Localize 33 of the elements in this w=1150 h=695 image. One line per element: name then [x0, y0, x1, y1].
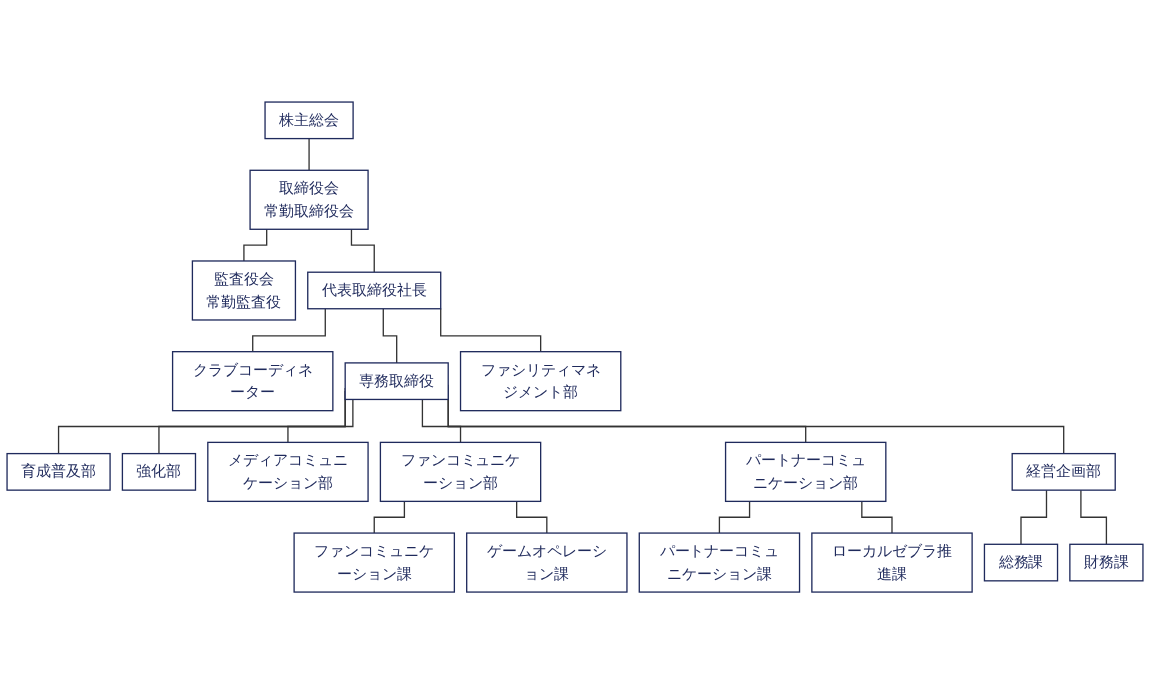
connector [861, 501, 893, 535]
node-box: ゲームオペレーション課 [466, 532, 628, 594]
connector [308, 138, 310, 172]
node-box: 株主総会 [264, 101, 354, 140]
node-box: 専務取締役 [344, 362, 449, 401]
connector [243, 229, 268, 263]
node-box: 監査役会 常勤監査役 [191, 260, 297, 322]
connector [350, 229, 375, 274]
node-box: 育成普及部 [6, 453, 111, 492]
node-box: クラブコーディネーター [171, 351, 334, 412]
node-box: ファンコミュニケーション部 [379, 442, 542, 503]
connector [1020, 489, 1048, 546]
connector [1080, 489, 1108, 546]
node-box: パートナーコミュニケーション部 [724, 442, 887, 503]
node-box: 財務課 [1069, 544, 1144, 582]
node-box: 取締役会 常勤取締役会 [249, 170, 369, 231]
node-box: パートナーコミュニケーション課 [638, 532, 801, 594]
connector [421, 399, 462, 444]
node-box: 総務課 [983, 544, 1059, 582]
connector [287, 399, 354, 444]
node-box: ファシリティマネジメント部 [459, 351, 622, 412]
node-box: ローカルゼブラ推進課 [811, 532, 973, 594]
node-box: 経営企画部 [1011, 453, 1116, 492]
connector [516, 501, 548, 535]
connector [718, 501, 751, 535]
node-box: ファンコミュニケーション課 [293, 532, 456, 594]
connector [252, 308, 326, 353]
node-box: メディアコミュニケーション部 [207, 442, 369, 503]
connector [382, 308, 398, 364]
connector [373, 501, 406, 535]
node-box: 強化部 [121, 453, 197, 492]
node-box: 代表取締役社長 [307, 272, 442, 310]
connector [440, 308, 542, 353]
